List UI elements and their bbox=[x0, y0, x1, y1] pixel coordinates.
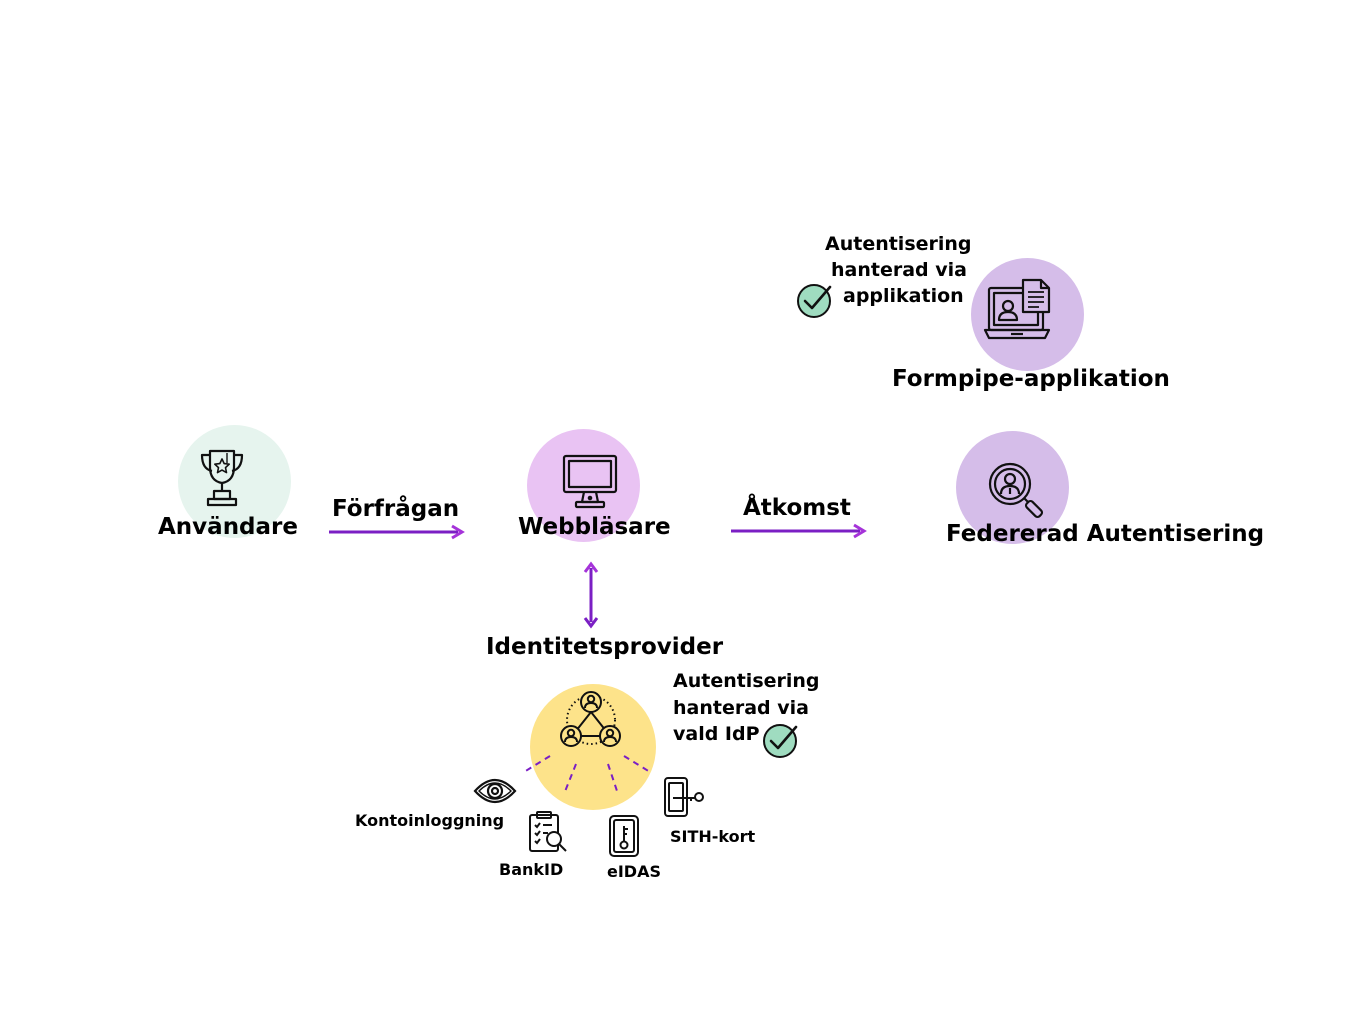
idp-method-connectors bbox=[523, 755, 651, 795]
laptop-document-icon bbox=[983, 278, 1051, 340]
app-auth-note-line-1: Autentisering bbox=[825, 233, 972, 255]
access-arrow-label: Åtkomst bbox=[743, 495, 851, 521]
idp-link-arrow bbox=[583, 561, 599, 629]
trophy-icon bbox=[200, 449, 244, 507]
access-arrow bbox=[731, 523, 867, 539]
request-arrow bbox=[329, 524, 465, 540]
card-key-icon bbox=[664, 777, 704, 817]
request-arrow-label: Förfrågan bbox=[332, 496, 460, 522]
app-node-label: Formpipe-applikation bbox=[892, 366, 1170, 392]
phone-key-icon bbox=[609, 815, 639, 857]
idp-auth-note-line-1: Autentisering bbox=[673, 670, 820, 692]
federated-node-circle bbox=[956, 431, 1069, 544]
browser-node-circle bbox=[527, 429, 640, 542]
app-auth-note-line-2: hanterad via bbox=[831, 259, 967, 281]
method-label-bankid: BankID bbox=[499, 860, 564, 879]
user-node-label: Användare bbox=[158, 514, 298, 540]
user-node-circle bbox=[178, 425, 291, 538]
federated-node-label: Federerad Autentisering bbox=[946, 521, 1265, 547]
app-auth-note-line-3: applikation bbox=[843, 285, 964, 307]
idp-auth-note-line-2: hanterad via bbox=[673, 697, 809, 719]
idp-node-label: Identitetsprovider bbox=[486, 634, 724, 660]
method-label-account: Kontoinloggning bbox=[355, 811, 505, 830]
check-circle-icon bbox=[763, 724, 798, 758]
user-search-icon bbox=[988, 462, 1044, 519]
clipboard-search-icon bbox=[529, 811, 567, 852]
browser-node-label: Webbläsare bbox=[518, 514, 671, 540]
check-circle-icon bbox=[797, 284, 832, 318]
method-label-eidas: eIDAS bbox=[607, 862, 661, 881]
method-label-sith: SITH-kort bbox=[670, 827, 756, 846]
eye-icon bbox=[473, 778, 517, 804]
monitor-icon bbox=[562, 454, 618, 509]
user-network-icon bbox=[560, 691, 621, 747]
idp-auth-note-line-3: vald IdP bbox=[673, 723, 760, 745]
